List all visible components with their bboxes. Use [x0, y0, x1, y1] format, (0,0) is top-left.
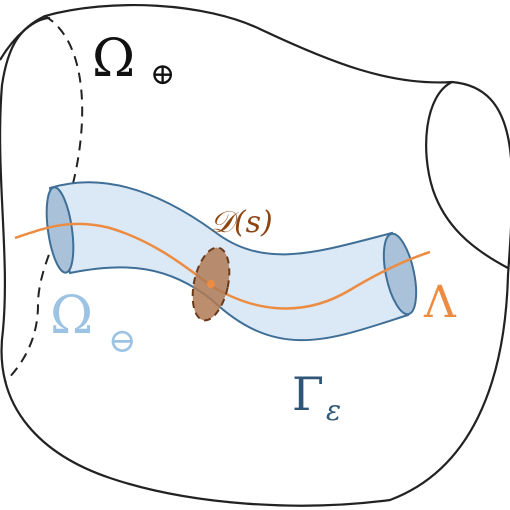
- outer-domain-boundary: [0, 4, 510, 507]
- centerline-label: Λ: [423, 277, 457, 328]
- inner-boundary-arc-top-left: [0, 16, 51, 61]
- omega-plus-label: Ω: [92, 29, 135, 89]
- omega-minus-subscript: ⊖: [108, 321, 137, 361]
- tube-surface-subscript: ε: [326, 394, 341, 427]
- inner-boundary-arc-right: [425, 81, 509, 269]
- tube-surface-label: Γ: [292, 367, 324, 421]
- tube-end-cap-left: [45, 186, 75, 274]
- omega-minus-label: Ω: [50, 286, 93, 346]
- tube-end-cap-right: [382, 232, 418, 316]
- omega-plus-subscript: ⊕: [150, 57, 175, 92]
- cross-section-label: 𝒟(s): [210, 205, 273, 240]
- cross-section-center-point: [207, 280, 215, 288]
